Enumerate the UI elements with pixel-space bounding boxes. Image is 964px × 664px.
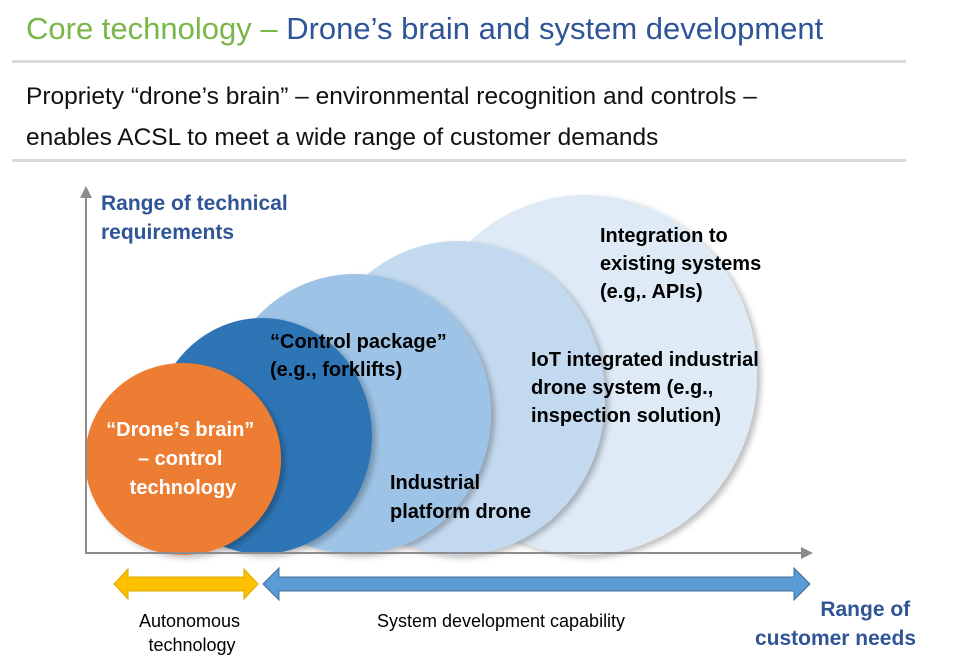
x-axis-arrowhead (801, 547, 813, 559)
label-integration: Integration to existing systems (e.g,. A… (600, 225, 767, 303)
autonomous-arrow (113, 567, 259, 601)
subtitle: Propriety “drone’s brain” – environmenta… (26, 76, 757, 158)
title-divider (12, 60, 906, 63)
x-axis-label: Range of customer needs (755, 598, 916, 650)
subtitle-line-1: Propriety “drone’s brain” – environmenta… (26, 83, 757, 110)
label-platform: Industrial platform drone (390, 472, 531, 523)
label-drones-brain: “Drone’s brain” – control technology (106, 419, 260, 499)
y-axis-label: Range of technical requirements (101, 192, 294, 244)
y-axis-arrowhead (80, 186, 92, 198)
page-title: Core technology – Drone’s brain and syst… (26, 10, 823, 48)
subtitle-divider (12, 159, 906, 162)
label-iot: IoT integrated industrial drone system (… (531, 349, 764, 427)
circle-drones-brain (85, 363, 281, 555)
label-control-package: “Control package” (e.g., forklifts) (270, 331, 452, 381)
autonomous-technology-label: Autonomous technology (139, 611, 245, 655)
title-part-core: Core technology – (26, 11, 287, 46)
subtitle-line-2: enables ACSL to meet a wide range of cus… (26, 124, 659, 151)
system-development-label: System development capability (377, 611, 625, 631)
system-development-arrow (262, 566, 811, 602)
title-part-main: Drone’s brain and system development (286, 11, 824, 46)
